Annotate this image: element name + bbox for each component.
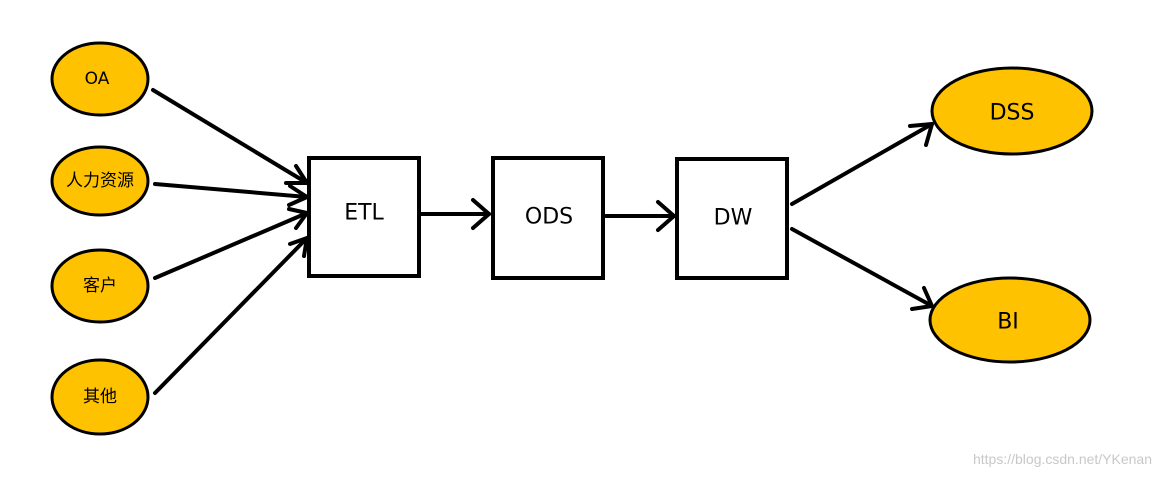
output-node-dss: DSS — [930, 66, 1094, 156]
output-ellipse — [930, 66, 1094, 156]
stage-rect — [491, 156, 605, 280]
edge-ods-dw — [604, 200, 676, 232]
source-node-other: 其他 — [50, 358, 150, 436]
source-label-customer: 客户 — [83, 276, 117, 296]
edge-dw-dss — [790, 122, 934, 206]
edges — [151, 88, 934, 395]
edge-oa-etl — [151, 88, 309, 185]
stage-rect — [675, 157, 789, 280]
output-label-dss: DSS — [990, 101, 1035, 126]
edge-etl-ods — [419, 198, 491, 230]
source-ellipse — [50, 248, 150, 324]
source-node-customer: 客户 — [50, 248, 150, 324]
source-node-hr: 人力资源 — [50, 145, 150, 217]
source-label-other: 其他 — [83, 387, 117, 407]
output-node-bi: BI — [928, 276, 1092, 364]
watermark-text: https://blog.csdn.net/YKenan — [973, 451, 1152, 467]
edge-hr-etl — [153, 182, 309, 207]
edge-dw-bi — [790, 227, 934, 311]
stage-label-dw: DW — [714, 206, 753, 231]
stage-label-ods: ODS — [525, 205, 573, 230]
stage-rect — [307, 156, 421, 278]
source-label-oa: OA — [85, 69, 110, 89]
source-label-hr: 人力资源 — [66, 171, 134, 191]
stage-box-dw: DW — [675, 157, 789, 280]
stage-box-etl: ETL — [307, 156, 421, 278]
edge-customer-etl — [153, 207, 309, 280]
output-ellipse — [928, 276, 1092, 364]
source-ellipse — [50, 358, 150, 436]
edge-other-etl — [153, 236, 309, 395]
stage-box-ods: ODS — [491, 156, 605, 280]
source-ellipse — [50, 145, 150, 217]
source-ellipse — [50, 41, 150, 117]
output-label-bi: BI — [997, 310, 1019, 335]
source-node-oa: OA — [50, 41, 150, 117]
stage-label-etl: ETL — [344, 201, 384, 226]
